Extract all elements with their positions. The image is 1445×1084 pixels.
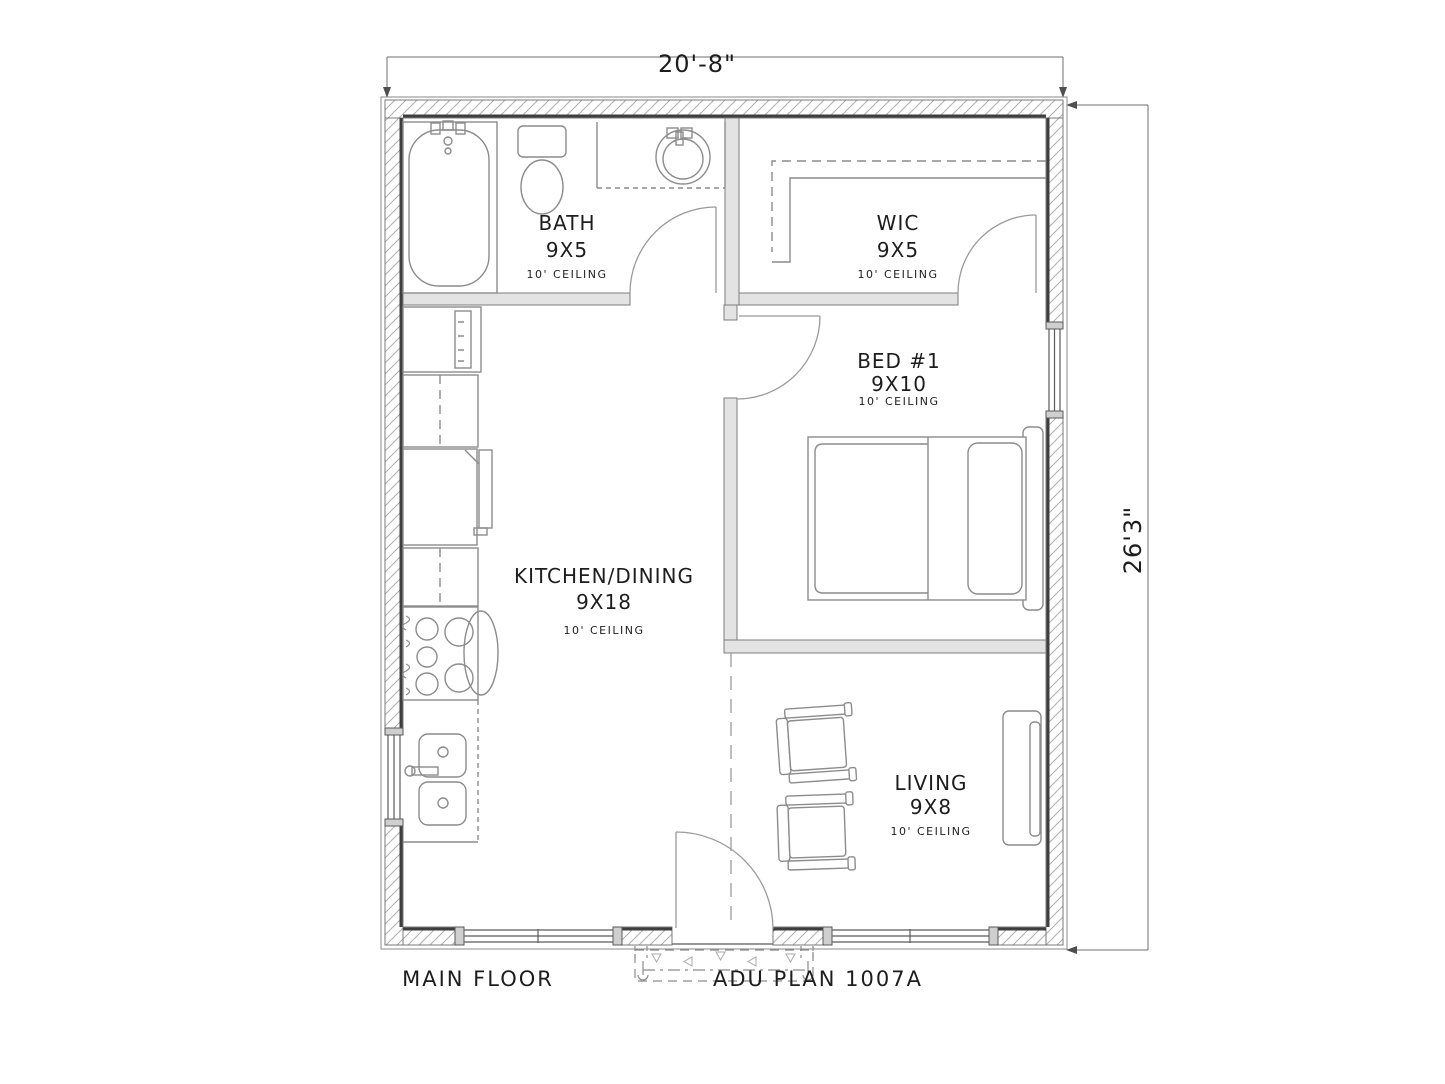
bath-door: [629, 206, 717, 294]
kitchen-sink: [403, 700, 479, 843]
bath-label: BATH: [538, 211, 595, 235]
kitchen-bedroom-wall: [723, 397, 738, 654]
bedroom-window: [1045, 321, 1064, 419]
counter-upper: [402, 374, 479, 448]
plan-title-right: ADU PLAN 1007A: [713, 967, 923, 991]
dimension-height-label: 26'3": [1119, 506, 1147, 574]
range-stove: [401, 606, 499, 701]
kitchen-label: KITCHEN/DINING: [514, 564, 694, 588]
wic-door: [957, 214, 1037, 294]
title-block: MAIN FLOOR ADU PLAN 1007A: [402, 967, 923, 991]
armchair-1: [774, 701, 858, 787]
closet-shelf-and-rod: [771, 160, 1046, 263]
room-labels: BATH 9X5 10' CEILING WIC 9X5 10' CEILING…: [514, 211, 971, 838]
front-window-right: [822, 926, 999, 946]
bed: [807, 426, 1044, 611]
front-window-left: [454, 926, 623, 946]
kitchen-size: 9X18: [576, 590, 632, 614]
blanket: [814, 443, 928, 594]
bath-wic-divider-wall: [724, 117, 740, 306]
dimension-width-label: 20'-8": [658, 50, 736, 78]
bed1-size: 9X10: [871, 372, 927, 396]
refrigerator: [402, 448, 493, 546]
bedroom-wall-stub: [723, 304, 738, 321]
armchair-2: [775, 791, 857, 874]
bed1-ceiling-note: 10' CEILING: [858, 395, 939, 408]
wic-ceiling-note: 10' CEILING: [857, 268, 938, 281]
wic-label: WIC: [877, 211, 920, 235]
tv-console: [1002, 710, 1042, 846]
counter-lower: [402, 547, 479, 607]
pillow: [967, 442, 1023, 595]
exterior-walls: [380, 96, 1068, 950]
living-label: LIVING: [894, 771, 967, 795]
kitchen-ceiling-note: 10' CEILING: [563, 624, 644, 637]
utility-cabinet: [402, 306, 482, 373]
bath-size: 9X5: [546, 238, 588, 262]
living-size: 9X8: [910, 795, 952, 819]
toilet: [517, 125, 567, 215]
entry-stoop: [634, 946, 814, 982]
kitchen-fixtures: [401, 306, 499, 843]
bath-vanity-sink: [596, 122, 726, 189]
bath-south-wall: [402, 292, 631, 306]
entry-door: [675, 831, 774, 930]
bed1-label: BED #1: [857, 349, 941, 373]
interior-walls: [402, 117, 1047, 927]
outer-wall-outline: [380, 96, 1068, 950]
bath-ceiling-note: 10' CEILING: [526, 268, 607, 281]
dimension-top: 20'-8": [383, 50, 1067, 98]
bathtub: [402, 120, 498, 294]
bedroom-living-wall: [723, 639, 1047, 654]
plan-title-left: MAIN FLOOR: [402, 967, 554, 991]
living-ceiling-note: 10' CEILING: [890, 825, 971, 838]
bedroom-door: [736, 315, 821, 400]
wic-south-wall: [738, 292, 959, 306]
living-fixtures: [774, 701, 1042, 874]
kitchen-window: [384, 727, 404, 827]
bed-frame: [807, 436, 1027, 601]
wic-size: 9X5: [877, 238, 919, 262]
dimension-right: 26'3": [1066, 101, 1149, 954]
